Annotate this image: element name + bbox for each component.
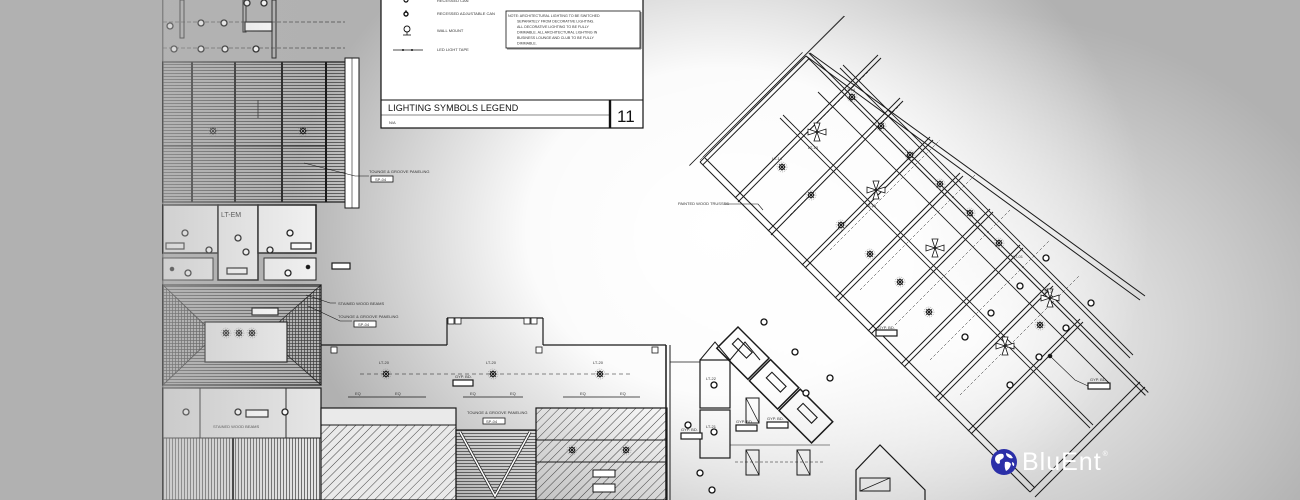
drawing-label: GYP. BD. bbox=[878, 325, 895, 330]
drawing-label: WALL MOUNT bbox=[437, 28, 464, 33]
annotation-stained-beams-2: STAINED WOOD BEAMS bbox=[213, 424, 259, 429]
drawing-label: LT-14 bbox=[772, 156, 783, 161]
drawing-label: LT-14 bbox=[845, 87, 856, 92]
annotation-painted-trusses: PAINTED WOOD TRUSSES bbox=[678, 201, 729, 206]
drawing-label: RECESSED ADJUSTABLE CAN bbox=[437, 11, 495, 16]
sheet-number: 11 bbox=[617, 107, 635, 126]
bluent-logo: BluEnt ® bbox=[990, 447, 1108, 477]
legend-title: LIGHTING SYMBOLS LEGEND bbox=[388, 103, 519, 113]
lower-right-rooms bbox=[665, 318, 926, 500]
lighting-symbols-legend: LIGHTING SYMBOLS LEGEND N/A 11 RECESSED … bbox=[380, 0, 644, 129]
rotated-wing bbox=[689, 15, 1149, 498]
legend-scale: N/A bbox=[389, 120, 396, 125]
drawing-label: DIMMABLE. ALL ARCHITECTURAL LIGHTING IN bbox=[517, 31, 598, 35]
drawing-label: EQ bbox=[620, 391, 626, 396]
tag-lt-em: LT-EM bbox=[221, 212, 241, 219]
drawing-label: EQ bbox=[510, 391, 516, 396]
drawing-label: LT-20 bbox=[593, 360, 604, 365]
globe-icon bbox=[991, 449, 1017, 475]
legend-note-box bbox=[505, 10, 641, 49]
drawing-label: NOTE: ARCHITECTURAL LIGHTING TO BE SWITC… bbox=[508, 14, 600, 18]
drawing-label: EQ bbox=[470, 391, 476, 396]
lower-right-annotations: GYP. BD. GYP. BD. GYP. BD. LT-22 LT-21 bbox=[681, 376, 784, 432]
drawing-label: LT-20 bbox=[486, 360, 497, 365]
registered-mark: ® bbox=[1102, 451, 1108, 458]
annotation-tounge-groove-3: TOUNGE & GROOVE PANELING bbox=[467, 410, 528, 415]
wing-annotations: PAINTED WOOD TRUSSES GYP. BD. GYP. BD. L… bbox=[678, 87, 1107, 382]
recessed-adjustable-can-icon bbox=[403, 11, 409, 17]
drawing-label: SEPARATELY FROM DECORATIVE LIGHTING. bbox=[517, 20, 594, 24]
drawing-label: BUSINESS LOUNGE AND CLUB TO BE FULLY bbox=[517, 36, 594, 40]
drawing-label: LT-01 bbox=[1013, 254, 1024, 259]
drawing-label: LT-13 bbox=[808, 145, 819, 150]
drawing-label: EQ bbox=[355, 391, 361, 396]
drawing-label: GYP. BD. bbox=[736, 419, 753, 424]
drawing-label: GYP. BD. bbox=[767, 416, 784, 421]
central-annotations: TOUNGE & GROOVE PANELING SP-04 GYP. BD. … bbox=[355, 360, 626, 424]
drawing-label: GYP. BD. bbox=[1090, 377, 1107, 382]
central-lounge bbox=[320, 317, 668, 500]
drawing-label: SP-04 bbox=[486, 419, 498, 424]
drawing-label: LT-20 bbox=[379, 360, 390, 365]
drawing-label: LT-22 bbox=[706, 376, 717, 381]
wall-mount-icon bbox=[403, 25, 411, 36]
drawing-label: LED LIGHT TAPE bbox=[437, 47, 469, 52]
drawing-label: SP-04 bbox=[375, 177, 387, 182]
led-light-tape-icon bbox=[393, 49, 423, 51]
drawing-label: RECESSED CAN bbox=[437, 0, 469, 3]
drawing-label: SP-04 bbox=[358, 322, 370, 327]
annotation-stained-beams-1: STAINED WOOD BEAMS bbox=[338, 301, 384, 306]
annotation-tounge-groove-1: TOUNGE & GROOVE PANELING bbox=[369, 169, 430, 174]
drawing-label: LT-13 bbox=[866, 203, 877, 208]
drawing-label: GYP. BD. bbox=[681, 427, 698, 432]
drawing-label: LT-21 bbox=[706, 424, 717, 429]
drawing-label: EQ bbox=[395, 391, 401, 396]
annotation-tounge-groove-2: TOUNGE & GROOVE PANELING bbox=[338, 314, 399, 319]
brand-name: BluEnt bbox=[1022, 448, 1102, 476]
recessed-can-icon bbox=[403, 0, 409, 3]
drawing-label: DIMMABLE. bbox=[517, 42, 537, 46]
drawing-label: EQ bbox=[580, 391, 586, 396]
drawing-label: ALL DECORATIVE LIGHTING TO BE FULLY bbox=[517, 25, 589, 29]
drawing-label: LT-13 bbox=[1042, 289, 1053, 294]
drawing-label: GYP. BD. bbox=[455, 374, 472, 379]
